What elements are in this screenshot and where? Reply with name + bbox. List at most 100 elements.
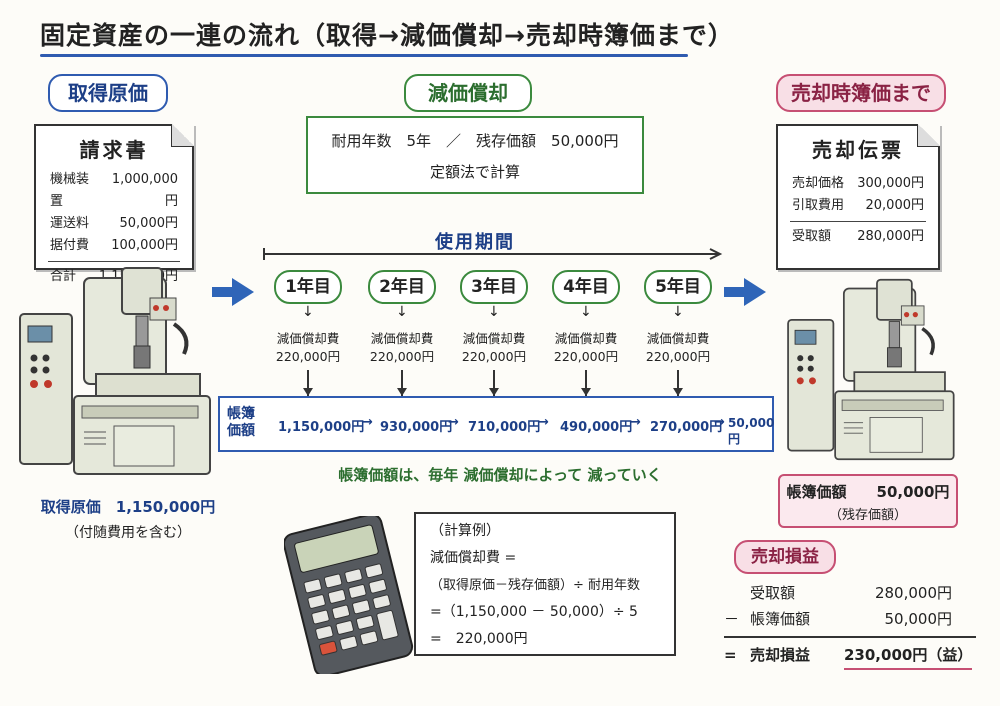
invoice-item-label: 機械装置 [50, 172, 90, 209]
section-acquisition: 取得原価 [48, 74, 168, 112]
depreciation-expense-value: 220,000円 [645, 349, 711, 364]
down-arrow-icon: ↓ [396, 304, 408, 320]
book-value-label-line: 価額 [227, 423, 255, 439]
gain-loss-label: 受取額 [750, 584, 796, 602]
page-title: 固定資産の一連の流れ（取得→減価償却→売却時簿価まで） [40, 21, 734, 50]
ending-book-value-note: （残存価額） [828, 508, 907, 523]
flow-arrow-icon [724, 287, 746, 297]
book-value-note: 帳簿価額は、毎年 減価償却によって 減っていく [338, 466, 662, 484]
ending-book-value: 帳簿価額 50,000円 [786, 483, 950, 501]
book-value-box: 帳簿 価額 1,150,000円 → 930,000円 → 710,000円 →… [218, 396, 774, 452]
down-arrow-icon: ↓ [488, 304, 500, 320]
arrow-head-icon [303, 388, 313, 396]
year-label-4: 4年目 [552, 270, 620, 304]
gain-loss-operator: － [724, 610, 740, 628]
down-arrow-icon: ↓ [302, 304, 314, 320]
gain-loss-row: － 帳簿価額 50,000円 [724, 606, 976, 632]
calculation-line: = 220,000円 [430, 631, 528, 647]
right-arrow-icon: → [448, 415, 459, 430]
book-value-year3: 490,000円 [560, 420, 633, 435]
calculation-line: （取得原価－残存価額）÷ 耐用年数 [430, 578, 641, 593]
calculation-line: =（1,150,000 － 50,000）÷ 5 [430, 604, 638, 620]
depreciation-expense-label: 減価償却費 [554, 331, 618, 346]
year-label-5: 5年目 [644, 270, 712, 304]
year-label-1: 1年目 [274, 270, 342, 304]
divider [48, 261, 180, 262]
connector-line [677, 370, 679, 396]
gain-loss-result-label: 売却損益 [750, 646, 811, 664]
calculator-icon [284, 516, 414, 674]
period-line [263, 248, 723, 260]
arrow-head-icon [489, 388, 499, 396]
book-value-year1: 930,000円 [380, 420, 453, 435]
gain-loss-label: 帳簿価額 [750, 610, 811, 628]
invoice-item-label: 運送料 [50, 216, 90, 231]
depreciation-method: 定額法で計算 [429, 163, 520, 181]
gain-loss-title: 売却損益 [734, 540, 836, 574]
gain-loss-row: 受取額 280,000円 [724, 580, 976, 606]
depreciation-expense-label: 減価償却費 [370, 331, 434, 346]
title-underline [40, 54, 688, 57]
gain-loss-operator: = [724, 646, 737, 664]
book-value-label-line: 帳簿 [227, 406, 255, 422]
down-arrow-icon: ↓ [672, 304, 684, 320]
gain-loss-table: 受取額 280,000円 － 帳簿価額 50,000円 = 売却損益 230,0… [724, 580, 976, 670]
book-value-year2: 710,000円 [468, 420, 541, 435]
invoice-row: 据付費 100,000円 [36, 235, 192, 257]
machine-icon [787, 278, 955, 461]
sale-slip-title: 売却伝票 [812, 138, 904, 162]
book-value-year4: 270,000円 [650, 420, 723, 435]
divider [724, 636, 976, 638]
invoice-title: 請求書 [79, 138, 149, 162]
book-value-label: 帳簿 価額 [226, 406, 256, 440]
depreciation-terms: 耐用年数 5年 ／ 残存価額 50,000円 [331, 132, 619, 150]
gain-loss-operator [724, 580, 750, 606]
book-value-year0: 1,150,000円 [278, 420, 365, 435]
connector-line [401, 370, 403, 396]
sale-slip-item-label: 引取費用 [792, 198, 845, 213]
gain-loss-value: 280,000円 [874, 584, 952, 602]
connector-line [307, 370, 309, 396]
period-label: 使用期間 [435, 232, 515, 253]
sale-slip-total-label: 受取額 [792, 229, 832, 244]
invoice-item-value: 50,000円 [119, 216, 179, 231]
invoice-total-label: 合計 [50, 269, 77, 284]
right-arrow-icon: → [630, 415, 641, 430]
sale-slip-total-row: 受取額 280,000円 [778, 226, 938, 248]
depreciation-info-box: 耐用年数 5年 ／ 残存価額 50,000円 定額法で計算 [306, 116, 644, 194]
page-fold-icon [917, 124, 940, 147]
section-sale: 売却時簿価まで [776, 74, 946, 112]
machine-icon [19, 267, 211, 475]
sale-slip-row: 引取費用 20,000円 [778, 195, 938, 217]
ending-book-value-box: 帳簿価額 50,000円 （残存価額） [778, 474, 958, 528]
flow-arrow-head-icon [232, 278, 254, 306]
sale-slip-item-value: 20,000円 [865, 198, 925, 213]
depreciation-expense-label: 減価償却費 [462, 331, 526, 346]
gain-loss-result-value: 230,000円（益） [844, 642, 973, 670]
right-arrow-icon: → [362, 415, 373, 430]
invoice-item-value: 100,000円 [111, 238, 178, 253]
year-label-2: 2年目 [368, 270, 436, 304]
calculation-box: （計算例） 減価償却費 = （取得原価－残存価額）÷ 耐用年数 =（1,150,… [414, 512, 676, 656]
arrow-head-icon [673, 388, 683, 396]
book-value-year5: 50,000円 [728, 416, 775, 446]
right-arrow-icon: → [714, 415, 725, 430]
invoice-item-label: 据付費 [50, 238, 90, 253]
section-depreciation: 減価償却 [404, 74, 532, 112]
sale-slip-total-value: 280,000円 [857, 229, 924, 244]
depreciation-expense-label: 減価償却費 [276, 331, 340, 346]
arrow-head-icon [581, 388, 591, 396]
acquisition-cost-note: （付随費用を含む） [65, 525, 191, 541]
page-fold-icon [171, 124, 194, 147]
gain-loss-result-row: = 売却損益 230,000円（益） [724, 642, 976, 670]
calculation-line: 減価償却費 = [430, 550, 517, 566]
right-arrow-icon: → [538, 415, 549, 430]
divider [790, 221, 926, 222]
acquisition-cost-caption: 取得原価 1,150,000円 [40, 498, 216, 516]
connector-line [493, 370, 495, 396]
sale-slip-item-value: 300,000円 [857, 176, 924, 191]
flow-arrow-icon [212, 287, 234, 297]
